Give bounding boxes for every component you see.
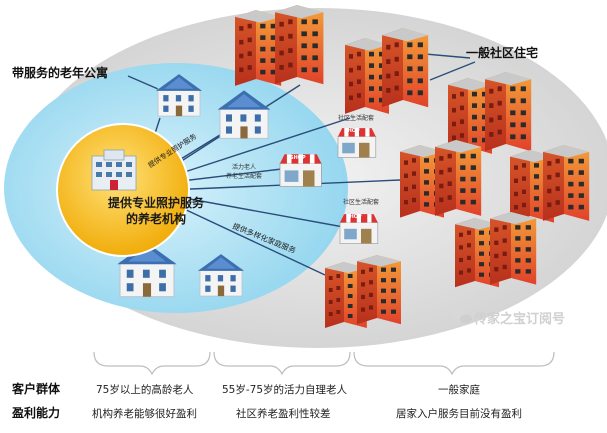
community-housing-callout: 一般社区住宅: [466, 46, 539, 60]
active-elder-label-line1: 活力老人: [232, 164, 257, 171]
row-header-customer: 客户群体: [12, 382, 61, 396]
care-institution-building-icon: [91, 149, 137, 191]
care-institution-label-line2: 的养老机构: [125, 212, 186, 226]
customer-col-3: 一般家庭: [438, 384, 480, 396]
group-braces: [93, 351, 555, 376]
shop-sign-3: SHOP: [346, 214, 362, 220]
customer-col-1: 75岁以上的高龄老人: [96, 384, 194, 396]
community-center-label-2: 社区生活配套: [343, 199, 380, 206]
shop-sign-2: SHOP: [290, 155, 306, 161]
customer-col-2: 55岁-75岁的活力自理老人: [222, 384, 348, 396]
active-elder-label-line2: 养老生活配套: [226, 173, 263, 180]
senior-apartment-callout: 带服务的老年公寓: [12, 66, 109, 80]
care-institution-label-line1: 提供专业照护服务: [107, 196, 204, 210]
wechat-icon: [452, 308, 472, 324]
shop-sign-1: SHOP: [344, 128, 360, 134]
care-institution-label: 提供专业照护服务 的养老机构: [82, 195, 230, 227]
community-center-label-1: 社区生活配套: [338, 115, 375, 122]
profit-col-3: 居家入户服务目前没有盈利: [396, 408, 522, 420]
row-header-profit: 盈利能力: [12, 406, 61, 420]
profit-col-1: 机构养老能够很好盈利: [92, 408, 197, 420]
watermark-text: 传家之宝订阅号: [474, 312, 566, 327]
profit-col-2: 社区养老盈利性较差: [236, 408, 331, 420]
